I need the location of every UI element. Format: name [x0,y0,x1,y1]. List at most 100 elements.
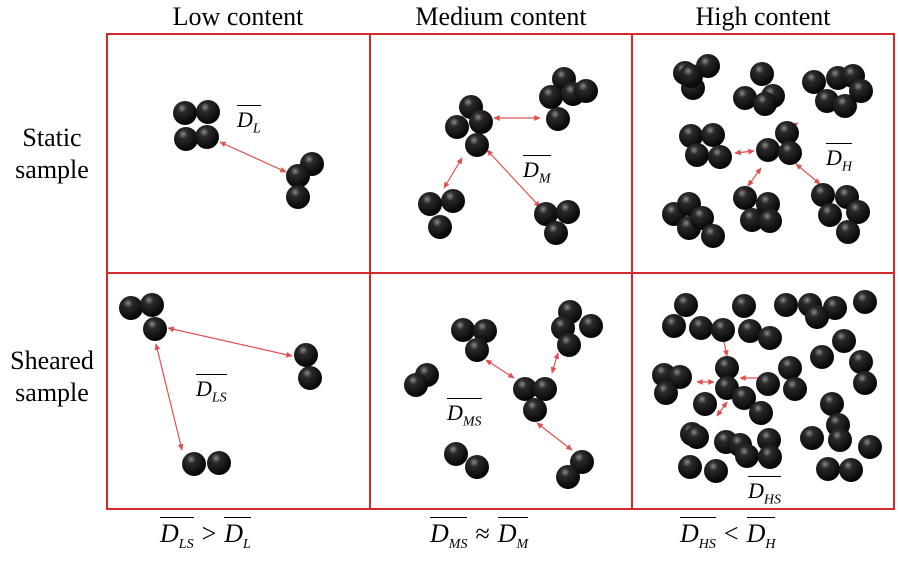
particle [701,224,725,248]
particle [465,455,489,479]
particle [775,121,799,145]
particle [818,203,842,227]
particle [544,221,568,245]
particle [735,444,759,468]
particle [708,145,732,169]
particle [196,100,220,124]
row-label-sheared: Sheared sample [0,345,104,409]
particle [678,455,702,479]
particle [523,398,547,422]
particle [556,465,580,489]
particle [858,435,882,459]
particle [195,125,219,149]
particle [539,85,563,109]
label-medium-sheared: DMS [447,398,482,430]
particle [533,377,557,401]
particle [732,294,756,318]
particle [758,445,782,469]
distance-arrow [550,352,560,374]
particle [833,94,857,118]
particle [119,296,143,320]
particle [753,92,777,116]
particle [465,133,489,157]
particle [711,318,735,342]
particle [757,428,781,452]
distance-arrow [747,167,762,187]
row-label-sheared-line2: sample [15,378,89,407]
particle [701,123,725,147]
label-high-static: DH [826,143,853,175]
particle [428,215,452,239]
particle [815,89,839,113]
particle [182,452,206,476]
row-label-sheared-line1: Sheared [10,346,94,375]
particle [556,200,580,224]
particle [802,70,826,94]
relation-low: DLS>DL [160,517,251,553]
particle [473,319,497,343]
particle [756,372,780,396]
distance-arrow [485,359,515,379]
particle [674,293,698,317]
particle [690,206,714,230]
particle [662,314,686,338]
particle [654,381,678,405]
particle [679,64,703,88]
particle [174,127,198,151]
row-label-static-line1: Static [22,123,82,152]
particle [758,326,782,350]
distance-arrow [167,326,293,358]
particle [836,220,860,244]
distance-arrow [716,401,728,417]
particle [816,457,840,481]
particle [810,345,834,369]
particle [207,451,231,475]
particle [805,305,829,329]
label-high-sheared: DHS [748,476,782,508]
particle [853,371,877,395]
particle [679,124,703,148]
particle [286,185,310,209]
particle [823,296,847,320]
particle [685,425,709,449]
row-label-static-line2: sample [15,155,89,184]
label-medium-static: DM [523,155,551,187]
distance-arrow [795,163,821,185]
particle [546,107,570,131]
particle [828,428,852,452]
particle [750,62,774,86]
particle [832,329,856,353]
particle [849,79,873,103]
particle [733,186,757,210]
particle [570,450,594,474]
particle [732,386,756,410]
particle [143,317,167,341]
column-header-medium: Medium content [415,2,587,31]
particle [451,318,475,342]
particle [756,138,780,162]
particle-clusters [119,54,882,489]
relation-medium: DMS≈DM [430,517,529,553]
particle [783,377,807,401]
particle [557,333,581,357]
particle [740,208,764,232]
particle [846,200,870,224]
particle [689,316,713,340]
particle [774,293,798,317]
panel-frame [106,33,895,510]
particle [469,110,493,134]
particle [441,189,465,213]
label-low-static: DL [237,105,261,137]
distance-arrow [154,343,184,451]
particle [140,293,164,317]
particle [298,366,322,390]
particle [668,365,692,389]
particle [534,202,558,226]
particle [445,115,469,139]
particle [749,401,773,425]
particle [685,143,709,167]
particle [579,314,603,338]
particle [704,459,728,483]
particle [444,442,468,466]
